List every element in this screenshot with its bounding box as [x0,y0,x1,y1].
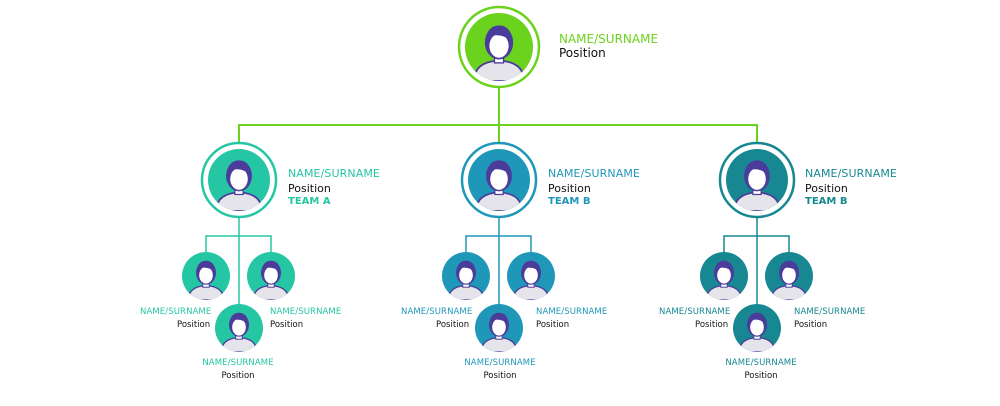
manager-c-avatar [718,141,796,219]
team-b-member-3-avatar [475,304,523,352]
team-c-member-3-name: NAME/SURNAME [725,358,797,368]
team-c-member-1-name: NAME/SURNAME [659,307,731,317]
manager-b-name: NAME/SURNAME [548,167,640,180]
manager-c-name: NAME/SURNAME [805,167,897,180]
team-a-member-3-avatar [215,304,263,352]
team-c-member-2-name: NAME/SURNAME [794,307,866,317]
team-c-member-2-avatar [765,252,813,300]
manager-a-team: TEAM A [288,196,331,207]
team-c-member-1-avatar [700,252,748,300]
team-b-member-1-position: Position [436,320,470,330]
top-person-position: Position [559,46,606,60]
team-a-member-1-position: Position [177,320,211,330]
manager-c-position: Position [805,182,848,195]
team-a-member-2-position: Position [270,320,304,330]
team-a-member-1-name: NAME/SURNAME [140,307,212,317]
manager-b-team: TEAM B [548,196,591,207]
manager-a-name: NAME/SURNAME [288,167,380,180]
team-a-member-3-position: Position [221,371,255,381]
team-a-member-1-avatar [182,252,230,300]
team-b-member-1-avatar [442,252,490,300]
manager-b-position: Position [548,182,591,195]
team-c-member-3-avatar [733,304,781,352]
team-b-member-2-avatar [507,252,555,300]
team-a-member-3-name: NAME/SURNAME [202,358,274,368]
team-c-member-3-position: Position [744,371,778,381]
team-b-member-3-name: NAME/SURNAME [464,358,536,368]
manager-c-team: TEAM B [805,196,848,207]
team-a-member-2-avatar [247,252,295,300]
team-b-member-3-position: Position [483,371,517,381]
top-person-name: NAME/SURNAME [559,32,659,46]
team-c-member-2-position: Position [794,320,828,330]
team-a-member-2-name: NAME/SURNAME [270,307,342,317]
team-b-member-2-name: NAME/SURNAME [536,307,608,317]
team-b-member-2-position: Position [536,320,570,330]
team-b-member-1-name: NAME/SURNAME [401,307,473,317]
manager-b-avatar [460,141,538,219]
top-person-avatar [457,5,541,89]
manager-a-position: Position [288,182,331,195]
manager-a-avatar [200,141,278,219]
team-c-member-1-position: Position [695,320,729,330]
